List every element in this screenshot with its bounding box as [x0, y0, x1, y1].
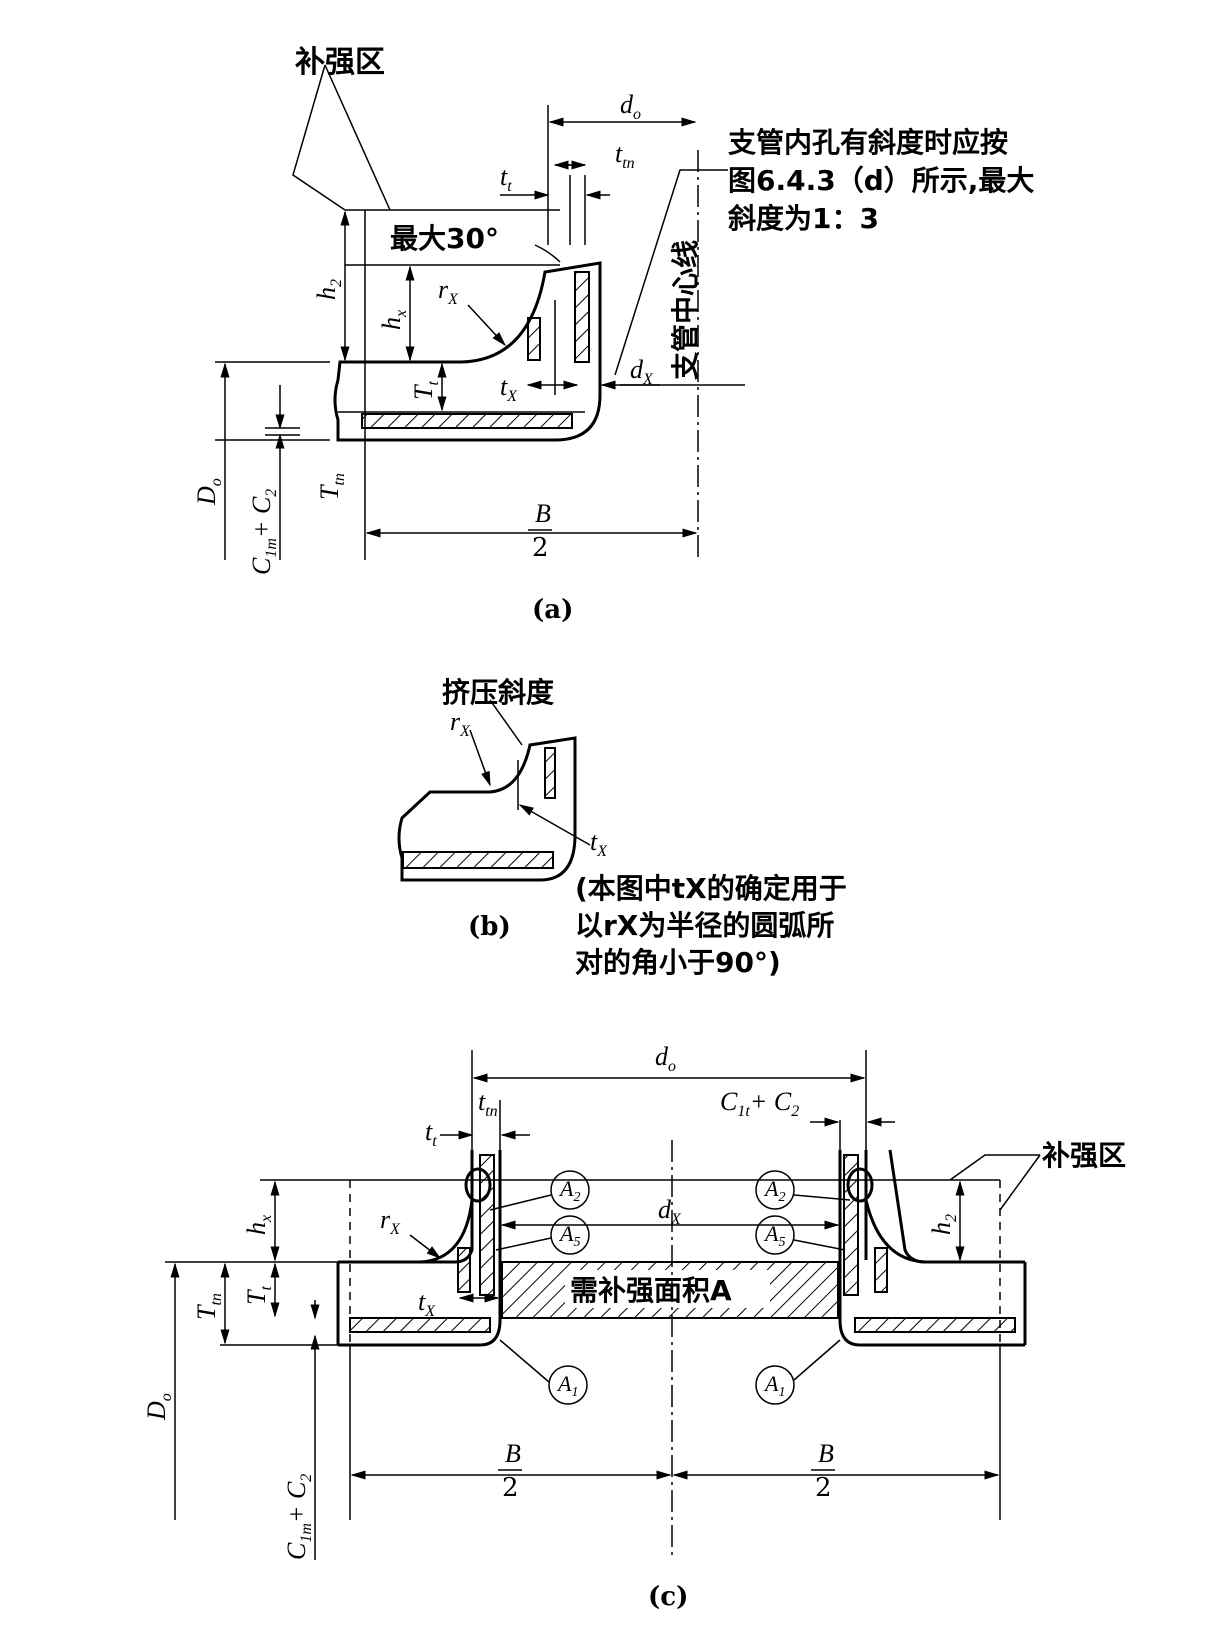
symbol-dx-a: dX	[630, 355, 654, 388]
symbol-tx-c: tX	[418, 1287, 436, 1320]
figure-b: 挤压斜度 rX tX (本图中tX的确定用于 以rX为半径的圆弧所 对的角小于9…	[397, 676, 847, 979]
symbol-rx-a: rX	[438, 275, 459, 308]
callout-A2-right	[755, 1170, 795, 1210]
right-run-hatch-c	[854, 1317, 1016, 1333]
callout-A1-right	[755, 1365, 795, 1405]
caption-b: (b)	[468, 912, 511, 942]
extrusion-hatch-a	[527, 317, 541, 361]
callout-A5-right	[755, 1215, 795, 1255]
symbol-A1-right: A1	[763, 1371, 785, 1400]
symbol-B-a: B	[535, 499, 551, 528]
symbol-rx-b: rX	[450, 707, 471, 740]
run-wall-hatch-b	[402, 851, 554, 869]
symbol-do-a: do	[620, 90, 641, 123]
note-line1-b: (本图中tX的确定用于	[575, 872, 847, 905]
header-outline-a	[333, 261, 602, 442]
symbol-A5-right: A5	[763, 1221, 785, 1250]
symbol-tt-a: tt	[500, 162, 512, 195]
area-label-bg	[565, 1270, 770, 1308]
symbol-Tt-a: Tt	[409, 381, 442, 400]
run-wall-hatch-a	[361, 413, 573, 429]
header-outline-b	[397, 736, 577, 882]
caption-a: (a)	[532, 595, 573, 625]
figure-c: 补强区 需补强面积A (c) do ttn tt C1t+ C2 dX h2 h…	[142, 1042, 1126, 1612]
symbol-Ttn-c: Ttn	[192, 1293, 225, 1320]
symbol-ttn-c: ttn	[478, 1087, 498, 1120]
symbol-Tt-c: Tt	[242, 1286, 275, 1305]
note-line2-b: 以rX为半径的圆弧所	[575, 909, 834, 942]
left-run-hatch-c	[349, 1317, 491, 1333]
run-pipe-top-c	[338, 1150, 474, 1264]
note-line2-a: 图6.4.3（d）所示,最大	[728, 164, 1034, 197]
note-line3-a: 斜度为1：3	[728, 202, 879, 235]
symbol-A2-right: A2	[763, 1176, 785, 1205]
symbol-Do-c: Do	[142, 1393, 175, 1421]
symbol-tx-b: tX	[590, 827, 608, 860]
caption-c: (c)	[648, 1582, 688, 1612]
note-line3-b: 对的角小于90°)	[575, 946, 781, 979]
symbol-tx-a: tX	[500, 372, 518, 405]
callout-A5-left	[550, 1215, 590, 1255]
symbol-rx-c: rX	[380, 1205, 401, 1238]
symbol-hx-c: hx	[242, 1215, 275, 1235]
angle-label-a: 最大30°	[390, 222, 499, 255]
symbol-h2-c: h2	[927, 1214, 960, 1235]
callout-A1-left	[548, 1365, 588, 1405]
symbol-tt-c: tt	[425, 1117, 437, 1150]
symbol-two-left-c: 2	[502, 1473, 519, 1503]
zone-label-c: 补强区	[1042, 1139, 1126, 1172]
branch-wall-hatch-a	[574, 271, 590, 363]
left-extrusion-hatch-c	[457, 1247, 471, 1293]
right-weld-c	[846, 1167, 874, 1203]
symbol-h2-a: h2	[312, 279, 345, 300]
area-label-c: 需补强面积A	[570, 1274, 732, 1307]
symbol-c1m-a: C1m+ C2	[247, 489, 280, 575]
symbol-two-a: 2	[532, 533, 549, 563]
centerline-label-a: 支管中心线	[669, 240, 702, 380]
symbol-A2-left: A2	[558, 1176, 580, 1205]
symbol-Do-a: Do	[192, 478, 225, 506]
symbol-Ttn-a: Ttn	[315, 473, 348, 500]
symbol-B-left-c: B	[505, 1439, 521, 1468]
symbol-two-right-c: 2	[815, 1473, 832, 1503]
right-extrusion-hatch-c	[874, 1247, 888, 1293]
symbol-A1-left: A1	[556, 1371, 578, 1400]
zone-label-a: 补强区	[295, 45, 385, 80]
symbol-ttn-a: ttn	[615, 139, 635, 172]
symbol-B-right-c: B	[818, 1439, 834, 1468]
figure-a: 补强区 支管内孔有斜度时应按 图6.4.3（d）所示,最大 斜度为1：3 最大3…	[192, 45, 1034, 625]
callout-A2-left	[550, 1170, 590, 1210]
branch-wall-hatch-b	[544, 747, 556, 799]
note-line1-a: 支管内孔有斜度时应按	[728, 126, 1008, 159]
symbol-dx-c: dX	[658, 1195, 682, 1228]
symbol-do-c: do	[655, 1042, 676, 1075]
left-weld-c	[464, 1167, 492, 1203]
symbol-hx-a: hx	[377, 310, 410, 330]
slope-label-b: 挤压斜度	[442, 676, 554, 709]
run-pipe-top-right-c	[888, 1149, 1025, 1264]
symbol-A5-left: A5	[558, 1221, 580, 1250]
symbol-c1m-c: C1m+ C2	[282, 1474, 315, 1560]
symbol-c1t-c: C1t+ C2	[720, 1087, 799, 1120]
